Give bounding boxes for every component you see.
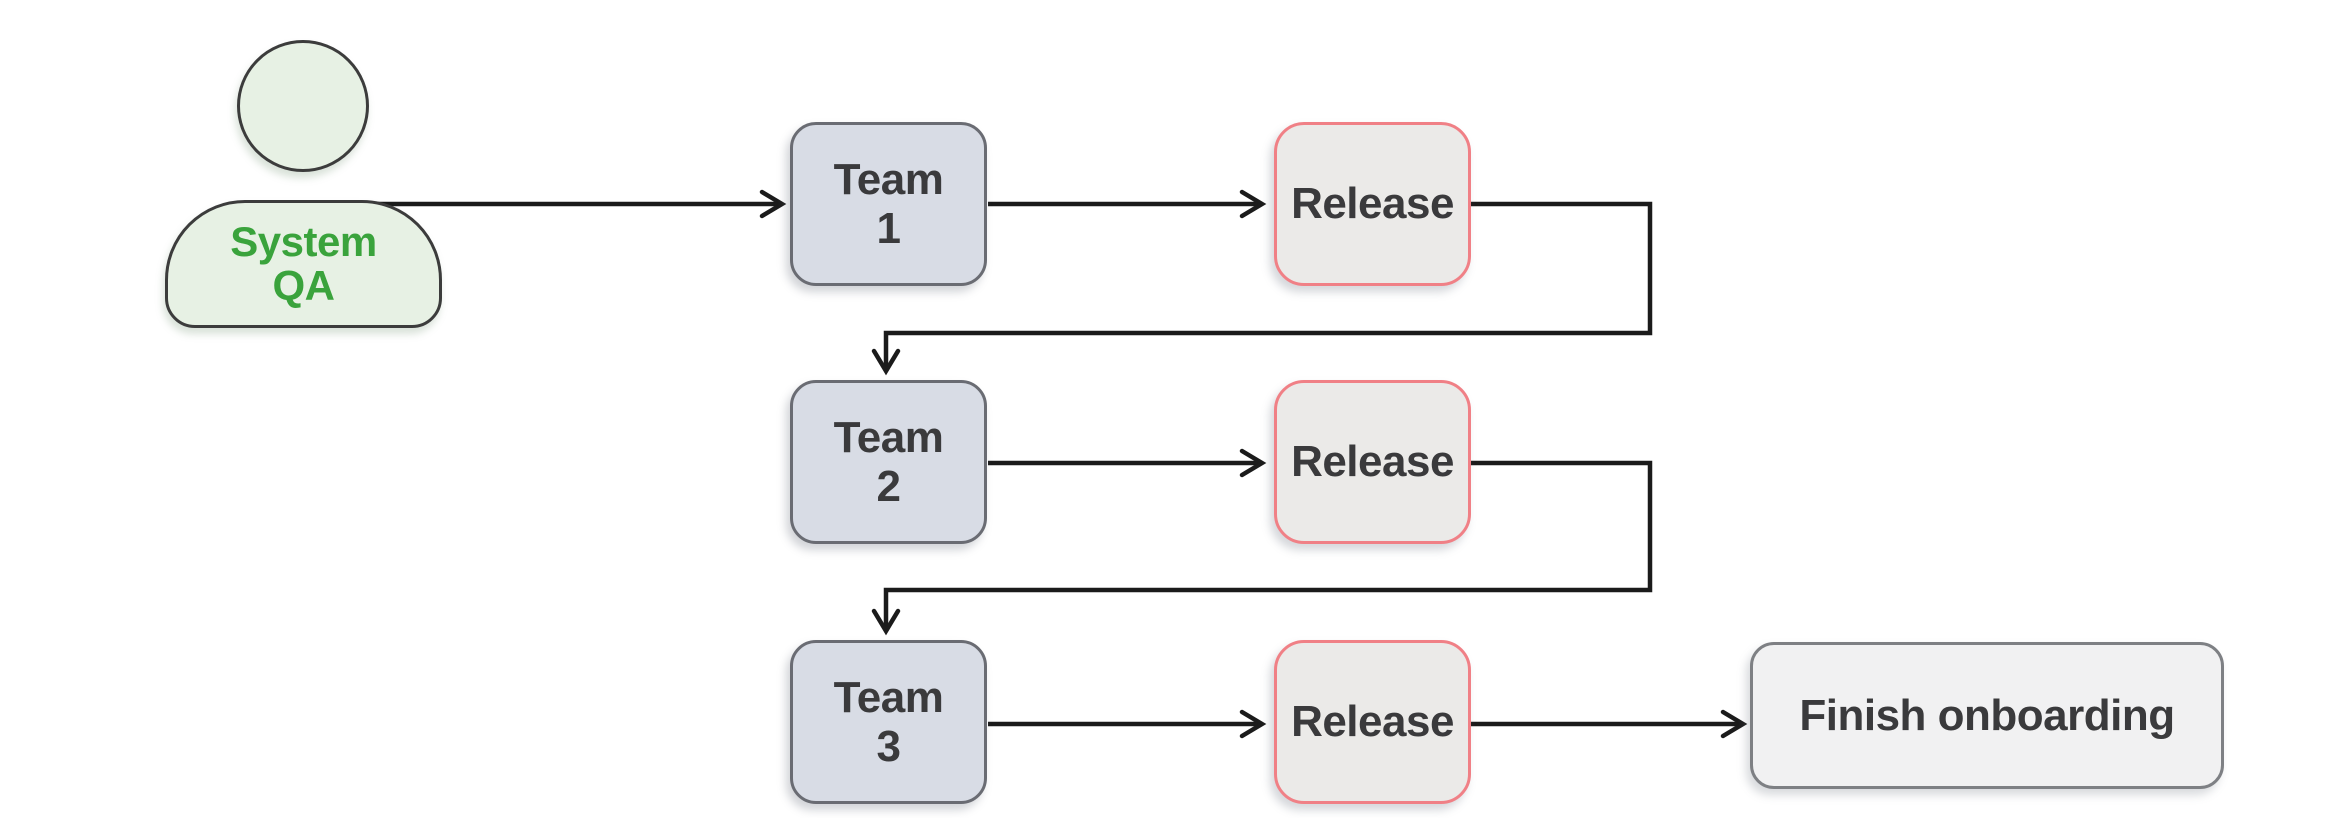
node-team-3: Team 3	[790, 640, 987, 804]
node-label: Release	[1291, 697, 1454, 747]
node-team-2: Team 2	[790, 380, 987, 544]
node-release-2: Release	[1274, 380, 1471, 544]
node-finish-onboarding: Finish onboarding	[1750, 642, 2224, 789]
node-label: Team 3	[833, 672, 944, 771]
node-label: Team 2	[833, 412, 944, 511]
edge-release1-team2	[871, 201, 1653, 376]
edge-release2-team3	[871, 460, 1653, 636]
node-release-3: Release	[1274, 640, 1471, 804]
actor-label: System QA	[230, 217, 377, 309]
person-head-icon	[237, 40, 369, 172]
node-label: Release	[1291, 437, 1454, 487]
person-body-icon: System QA	[165, 200, 442, 328]
node-label: Finish onboarding	[1799, 690, 2175, 740]
actor-system-qa: System QA	[165, 40, 445, 330]
node-label: Team 1	[833, 154, 944, 253]
node-label: Release	[1291, 179, 1454, 229]
node-release-1: Release	[1274, 122, 1471, 286]
node-team-1: Team 1	[790, 122, 987, 286]
